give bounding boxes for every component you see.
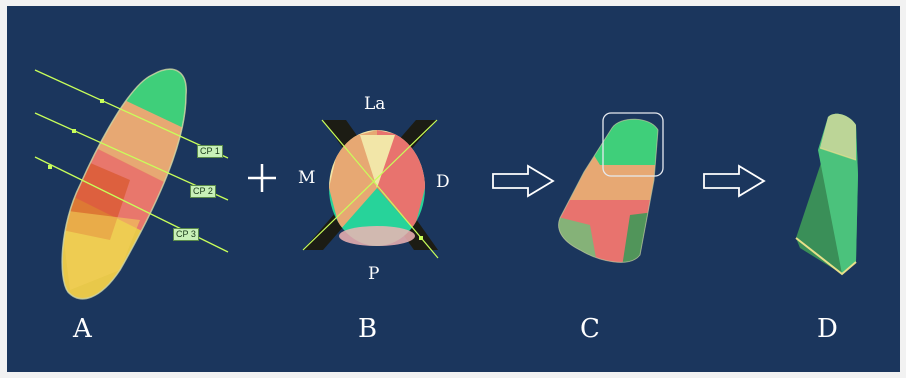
plane-handle bbox=[72, 129, 76, 133]
direction-label-palatal: P bbox=[368, 264, 380, 284]
arrow-right-icon bbox=[703, 164, 766, 198]
plus-icon bbox=[248, 164, 276, 192]
panel-label-c: C bbox=[580, 314, 600, 344]
direction-label-mesial: M bbox=[298, 168, 316, 188]
direction-label-labial: La bbox=[364, 94, 386, 114]
direction-label-distal: D bbox=[436, 172, 450, 192]
cutting-plane-line-1 bbox=[34, 69, 229, 159]
highlight-box bbox=[602, 112, 664, 177]
arrow-right-icon bbox=[492, 164, 555, 198]
plane-handle bbox=[48, 165, 52, 169]
cutting-plane-tag-2: CP 2 bbox=[190, 185, 216, 198]
panel-d-isolated-segment bbox=[795, 113, 858, 276]
panel-label-d: D bbox=[817, 314, 838, 344]
panel-label-b: B bbox=[358, 314, 378, 344]
cutting-plane-tag-3: CP 3 bbox=[173, 228, 199, 241]
panel-label-a: A bbox=[73, 314, 92, 344]
cutting-plane-tag-1: CP 1 bbox=[197, 145, 223, 158]
panel-b-cross-section bbox=[302, 119, 439, 259]
plane-handle bbox=[100, 99, 104, 103]
